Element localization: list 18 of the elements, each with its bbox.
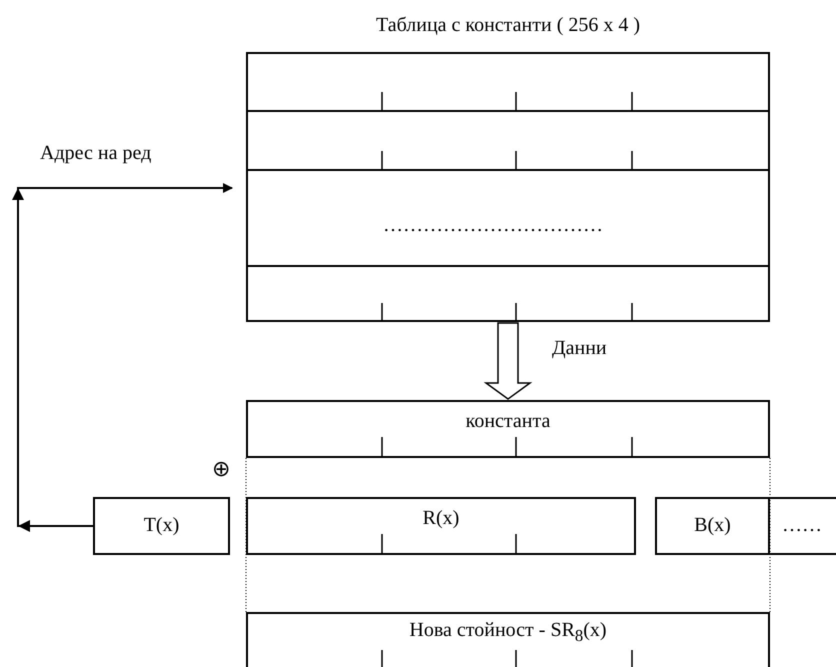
register-box [655,497,770,555]
lookup-table [246,14,770,322]
register-box [246,400,770,458]
arrow [12,183,233,532]
box-label: B(x) [693,514,732,537]
box-label: R(x) [422,507,460,530]
register-box [93,497,230,555]
xor-symbol: ⊕ [212,456,230,482]
register-box [246,497,636,555]
table-heading: Таблица с константи ( 256 x 4 ) [374,14,642,37]
box-label: T(x) [142,514,180,537]
box-label: Нова стойност - SR$_{8}$(x) [408,619,608,646]
ellipsis-row-text: …………………………… [382,214,604,237]
register-box [770,497,836,555]
box-label: …… [782,514,822,537]
arrow [484,322,532,400]
box-label: константа [464,410,552,433]
register-box [246,612,770,667]
